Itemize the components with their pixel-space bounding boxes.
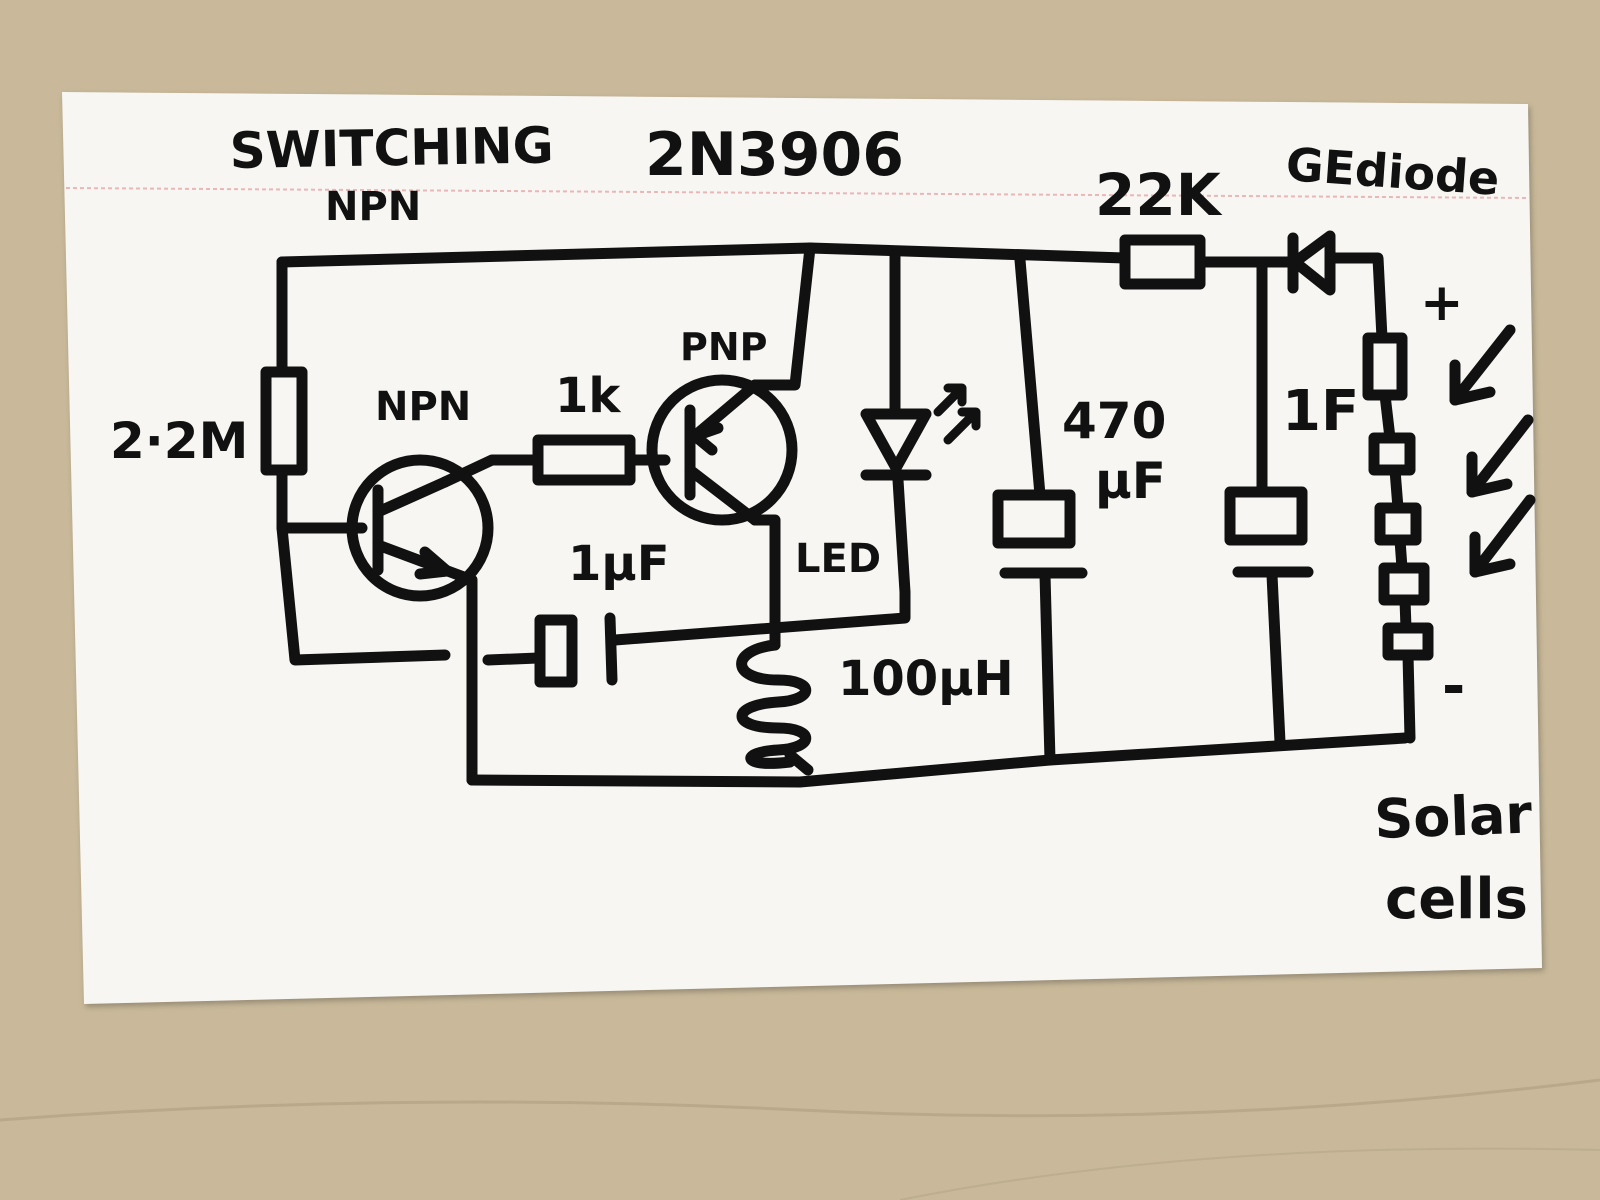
npn-note-label: NPN	[325, 184, 421, 230]
part-number-label: 2N3906	[645, 120, 904, 190]
solar-cell	[1382, 622, 1434, 661]
light-arrow-icon	[1469, 494, 1536, 578]
light-arrow-icon	[1466, 414, 1534, 498]
cells-label: cells	[1385, 867, 1528, 932]
labels: SWITCHING NPN 2N3906 22K GEdiode 2·2M NP…	[110, 116, 1533, 932]
solar-cell	[1368, 432, 1416, 476]
l100uh-label: 100μH	[838, 651, 1014, 707]
wire-470-bottom	[1039, 569, 1056, 766]
wire-pnp-emitter	[749, 242, 816, 391]
capacitor-1f	[1224, 486, 1314, 578]
wire-to-1uf	[482, 652, 544, 666]
wire-diode-to-solar	[1324, 252, 1388, 344]
solar-cell	[1378, 562, 1430, 606]
plus-label: +	[1420, 273, 1464, 333]
wire-1uf-node-led	[609, 474, 911, 646]
npn-label: NPN	[375, 384, 471, 430]
resistor-1k	[532, 434, 636, 486]
c1f-label: 1F	[1282, 379, 1359, 444]
resistor-22k	[1119, 234, 1206, 290]
led-symbol	[860, 383, 981, 481]
wire-npn-emitter	[439, 564, 478, 786]
r1k-label: 1k	[555, 368, 621, 424]
wire-solar-bottom	[1402, 649, 1416, 744]
wire-left-bottom	[276, 522, 451, 666]
wire-bottom-rail	[466, 732, 1411, 788]
resistor-2-2m	[260, 366, 308, 476]
c470-label: 470	[1062, 392, 1166, 450]
card-ruled-line	[65, 187, 1531, 199]
solar-cell	[1362, 332, 1408, 401]
wire-pnp-collector	[749, 514, 781, 651]
solar-label: Solar	[1373, 783, 1533, 851]
capacitor-470uf	[992, 489, 1088, 579]
desk-fabric-seam	[0, 1078, 1600, 1122]
c1uf-label: 1μF	[568, 536, 670, 592]
pnp-transistor-symbol	[646, 374, 798, 526]
wire-solar-link-1	[1379, 389, 1396, 444]
wire-solar-link-2	[1389, 464, 1404, 514]
pnp-label: PNP	[680, 325, 768, 369]
light-arrow-icon	[1449, 324, 1516, 406]
wire-470-top	[1014, 254, 1046, 501]
led-label: LED	[795, 536, 881, 582]
r22k-label: 22K	[1095, 161, 1223, 229]
c470-unit-label: μF	[1095, 452, 1166, 510]
ge-diode-symbol	[1287, 230, 1336, 296]
switching-label: SWITCHING	[229, 116, 554, 180]
wires	[276, 242, 1416, 788]
wire-1f-bottom	[1266, 569, 1286, 748]
solar-cell-stack	[1362, 332, 1434, 661]
index-card	[62, 92, 1542, 1004]
sunlight-arrows	[1449, 324, 1536, 578]
r2-2m-label: 2·2M	[110, 412, 248, 470]
minus-label: -	[1442, 654, 1465, 719]
desk-fabric-fold	[899, 1147, 1600, 1200]
npn-transistor-symbol	[346, 454, 494, 602]
inductor-100uh	[736, 639, 812, 769]
capacitor-1uf	[534, 612, 618, 688]
solar-cell	[1374, 502, 1422, 546]
